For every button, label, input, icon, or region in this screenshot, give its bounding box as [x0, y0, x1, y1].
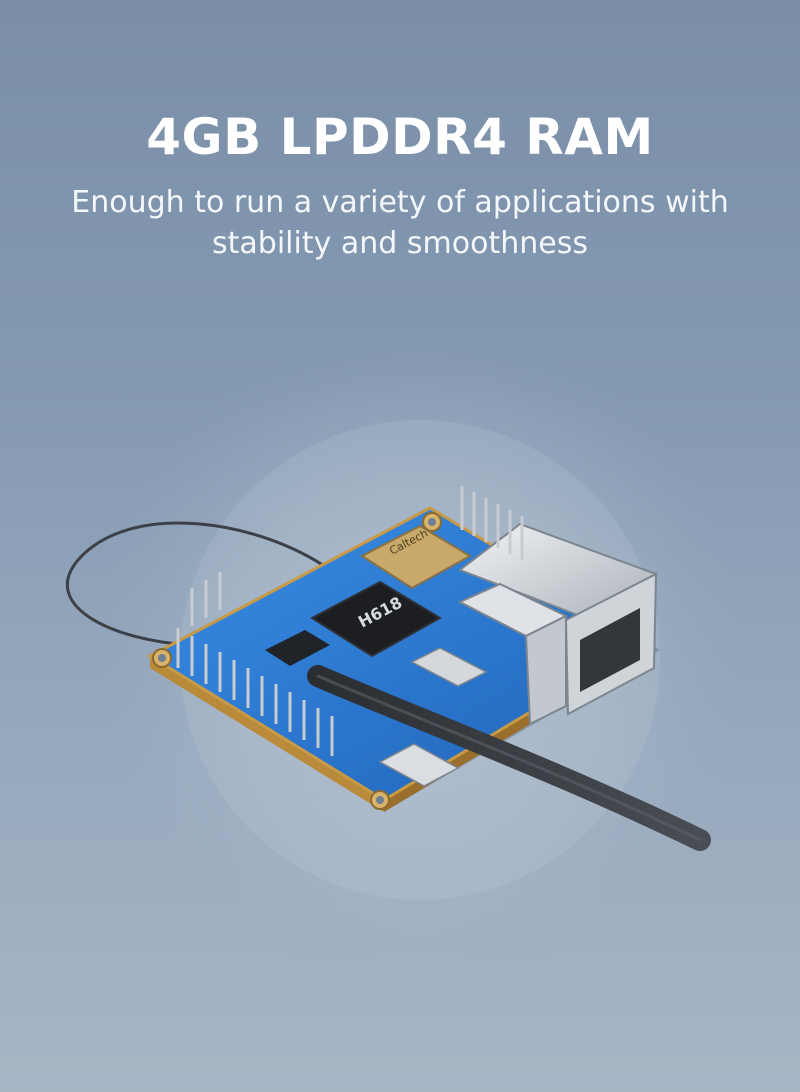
ethernet-socket	[580, 608, 640, 692]
gpio-header	[176, 628, 334, 756]
antenna-wire	[65, 521, 331, 647]
page-subtitle: Enough to run a variety of applications …	[60, 182, 740, 264]
mini-hdmi-port	[378, 743, 460, 787]
top-pin-header	[460, 486, 524, 560]
wifi-module	[360, 524, 473, 590]
usb-c-port	[410, 647, 488, 687]
debug-pin-header	[190, 572, 222, 626]
pcb-edge	[150, 656, 384, 812]
subtitle-line-2: stability and smoothness	[212, 226, 588, 261]
usb-port-front	[524, 614, 567, 726]
page-title: 4GB LPDDR4 RAM	[146, 108, 654, 166]
subtitle-line-1: Enough to run a variety of applications …	[71, 185, 729, 220]
ram-chip	[265, 630, 330, 666]
soc-chip	[310, 580, 442, 658]
